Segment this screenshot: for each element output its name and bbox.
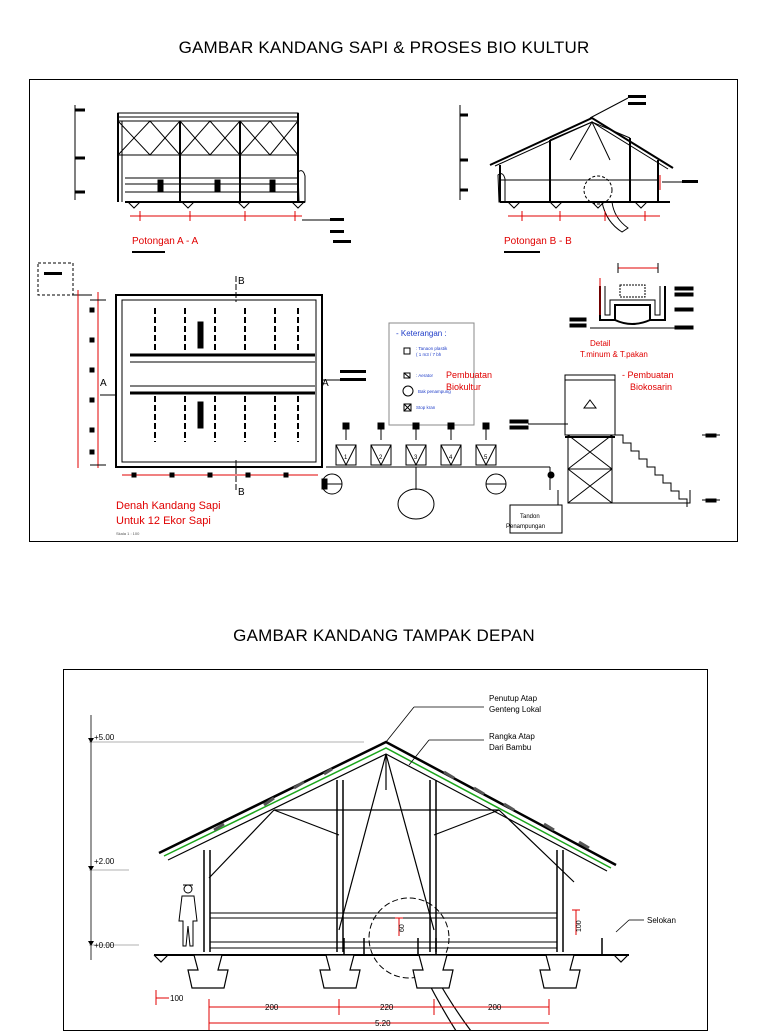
plan-marker-a-right: A <box>322 378 329 389</box>
plan-marker-a-left: A <box>100 378 107 389</box>
diagram-title-top: GAMBAR KANDANG SAPI & PROSES BIO KULTUR <box>178 38 590 57</box>
floor-plan-drawing <box>37 262 366 492</box>
tank-number-5: 5 <box>484 455 488 461</box>
plan-marker-b-bottom: B <box>238 487 245 498</box>
label-leaders <box>385 706 644 933</box>
level-guides <box>89 715 364 960</box>
roof-frame-line1: Rangka Atap <box>489 732 535 741</box>
tank-number-2: 2 <box>379 455 383 461</box>
legend-title: - Keterangan : <box>396 329 447 338</box>
legend-item-basin: Bak penampung <box>418 389 451 394</box>
biokultur-label-line1: Pembuatan <box>446 370 492 380</box>
plan-scale: Skala 1 : 100 <box>116 531 140 536</box>
plan-label-line1: Denah Kandang Sapi <box>116 500 221 512</box>
legend-valve-symbol <box>403 403 412 412</box>
section-b-label: Potongan B - B <box>504 236 572 247</box>
section-b-drawing <box>459 105 674 233</box>
biokosarin-label-line2: Biokosarin <box>630 382 672 392</box>
tank-label-line2: Penampungan <box>506 524 545 530</box>
level-mid: +2.00 <box>94 857 115 866</box>
dim-100: 100 <box>170 994 184 1003</box>
legend-circle-symbol <box>402 385 414 397</box>
legend-box: - Keterangan : : Tanaon plastik ( 1 m3 /… <box>388 322 475 426</box>
front-view-drawing: +5.00 +2.00 +0.00 <box>88 694 676 1030</box>
dim-wall: 100 <box>576 920 583 932</box>
biokosarin-label-line1: - Pembuatan <box>622 370 674 380</box>
level-markers <box>88 738 94 946</box>
dim-feed: 60 <box>399 924 406 932</box>
level-zero: +0.00 <box>94 941 115 950</box>
gutter-label: Selokan <box>647 916 676 925</box>
dimensions <box>155 909 580 1030</box>
tank-number-1: 1 <box>344 455 348 461</box>
legend-item-tank-line2: ( 1 m3 / 7 bh <box>416 352 442 357</box>
cattle-shed-drawing-sheet: Potongan A - A <box>37 95 720 536</box>
bioculture-process-drawing <box>321 374 720 534</box>
legend-aerator-symbol <box>403 372 411 379</box>
biokultur-label-line2: Biokultur <box>446 382 481 392</box>
roof-cover-line2: Genteng Lokal <box>489 705 541 714</box>
section-b-dimensions <box>508 95 698 221</box>
cattle-shed-bioculture-panel: Potongan A - A <box>29 79 738 542</box>
dim-200-left: 200 <box>265 1003 279 1012</box>
diagram-title-bottom: GAMBAR KANDANG TAMPAK DEPAN <box>233 626 535 645</box>
legend-item-tank-line1: : Tanaon plastik <box>416 346 448 351</box>
plan-label-line2: Untuk 12 Ekor Sapi <box>116 515 211 527</box>
level-top: +5.00 <box>94 733 115 742</box>
section-a-drawing <box>74 105 306 209</box>
shed-posts <box>154 780 629 956</box>
footings <box>153 954 629 989</box>
tank-number-3: 3 <box>414 455 418 461</box>
legend-square-symbol <box>403 347 411 355</box>
roof-structure <box>158 740 617 931</box>
dim-200-right: 200 <box>488 1003 502 1012</box>
section-a-dimensions <box>130 211 351 243</box>
trough-detail-drawing <box>569 263 694 330</box>
roof-frame-line2: Dari Bambu <box>489 743 531 752</box>
person-figure <box>178 884 198 947</box>
dim-220: 220 <box>380 1003 394 1012</box>
tank-label-line1: Tandon <box>520 514 540 520</box>
legend-item-valve: Stop kran <box>416 405 436 410</box>
detail-label-line1: Detail <box>590 339 611 348</box>
detail-label-line2: T.minum & T.pakan <box>580 350 648 359</box>
legend-item-aerator: : Aerator <box>416 373 434 378</box>
legend-item-tank: : Tanaon plastik ( 1 m3 / 7 bh <box>416 346 448 357</box>
front-view-panel: +5.00 +2.00 +0.00 <box>63 669 708 1031</box>
plan-marker-b-top: B <box>238 276 245 287</box>
tank-number-4: 4 <box>449 455 453 461</box>
section-a-label: Potongan A - A <box>132 236 198 247</box>
roof-cover-line1: Penutup Atap <box>489 694 538 703</box>
